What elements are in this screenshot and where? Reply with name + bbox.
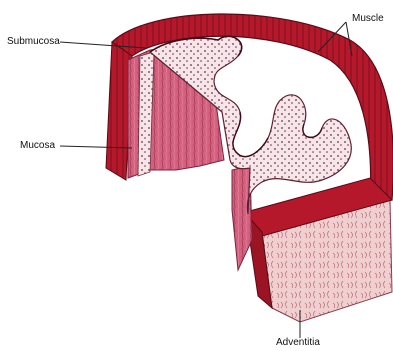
adventitia-label: Adventitia [276,337,320,349]
mucosa-label: Mucosa [20,140,55,152]
submucosa-label: Submucosa [7,36,60,48]
muscle-label: Muscle [352,13,384,25]
